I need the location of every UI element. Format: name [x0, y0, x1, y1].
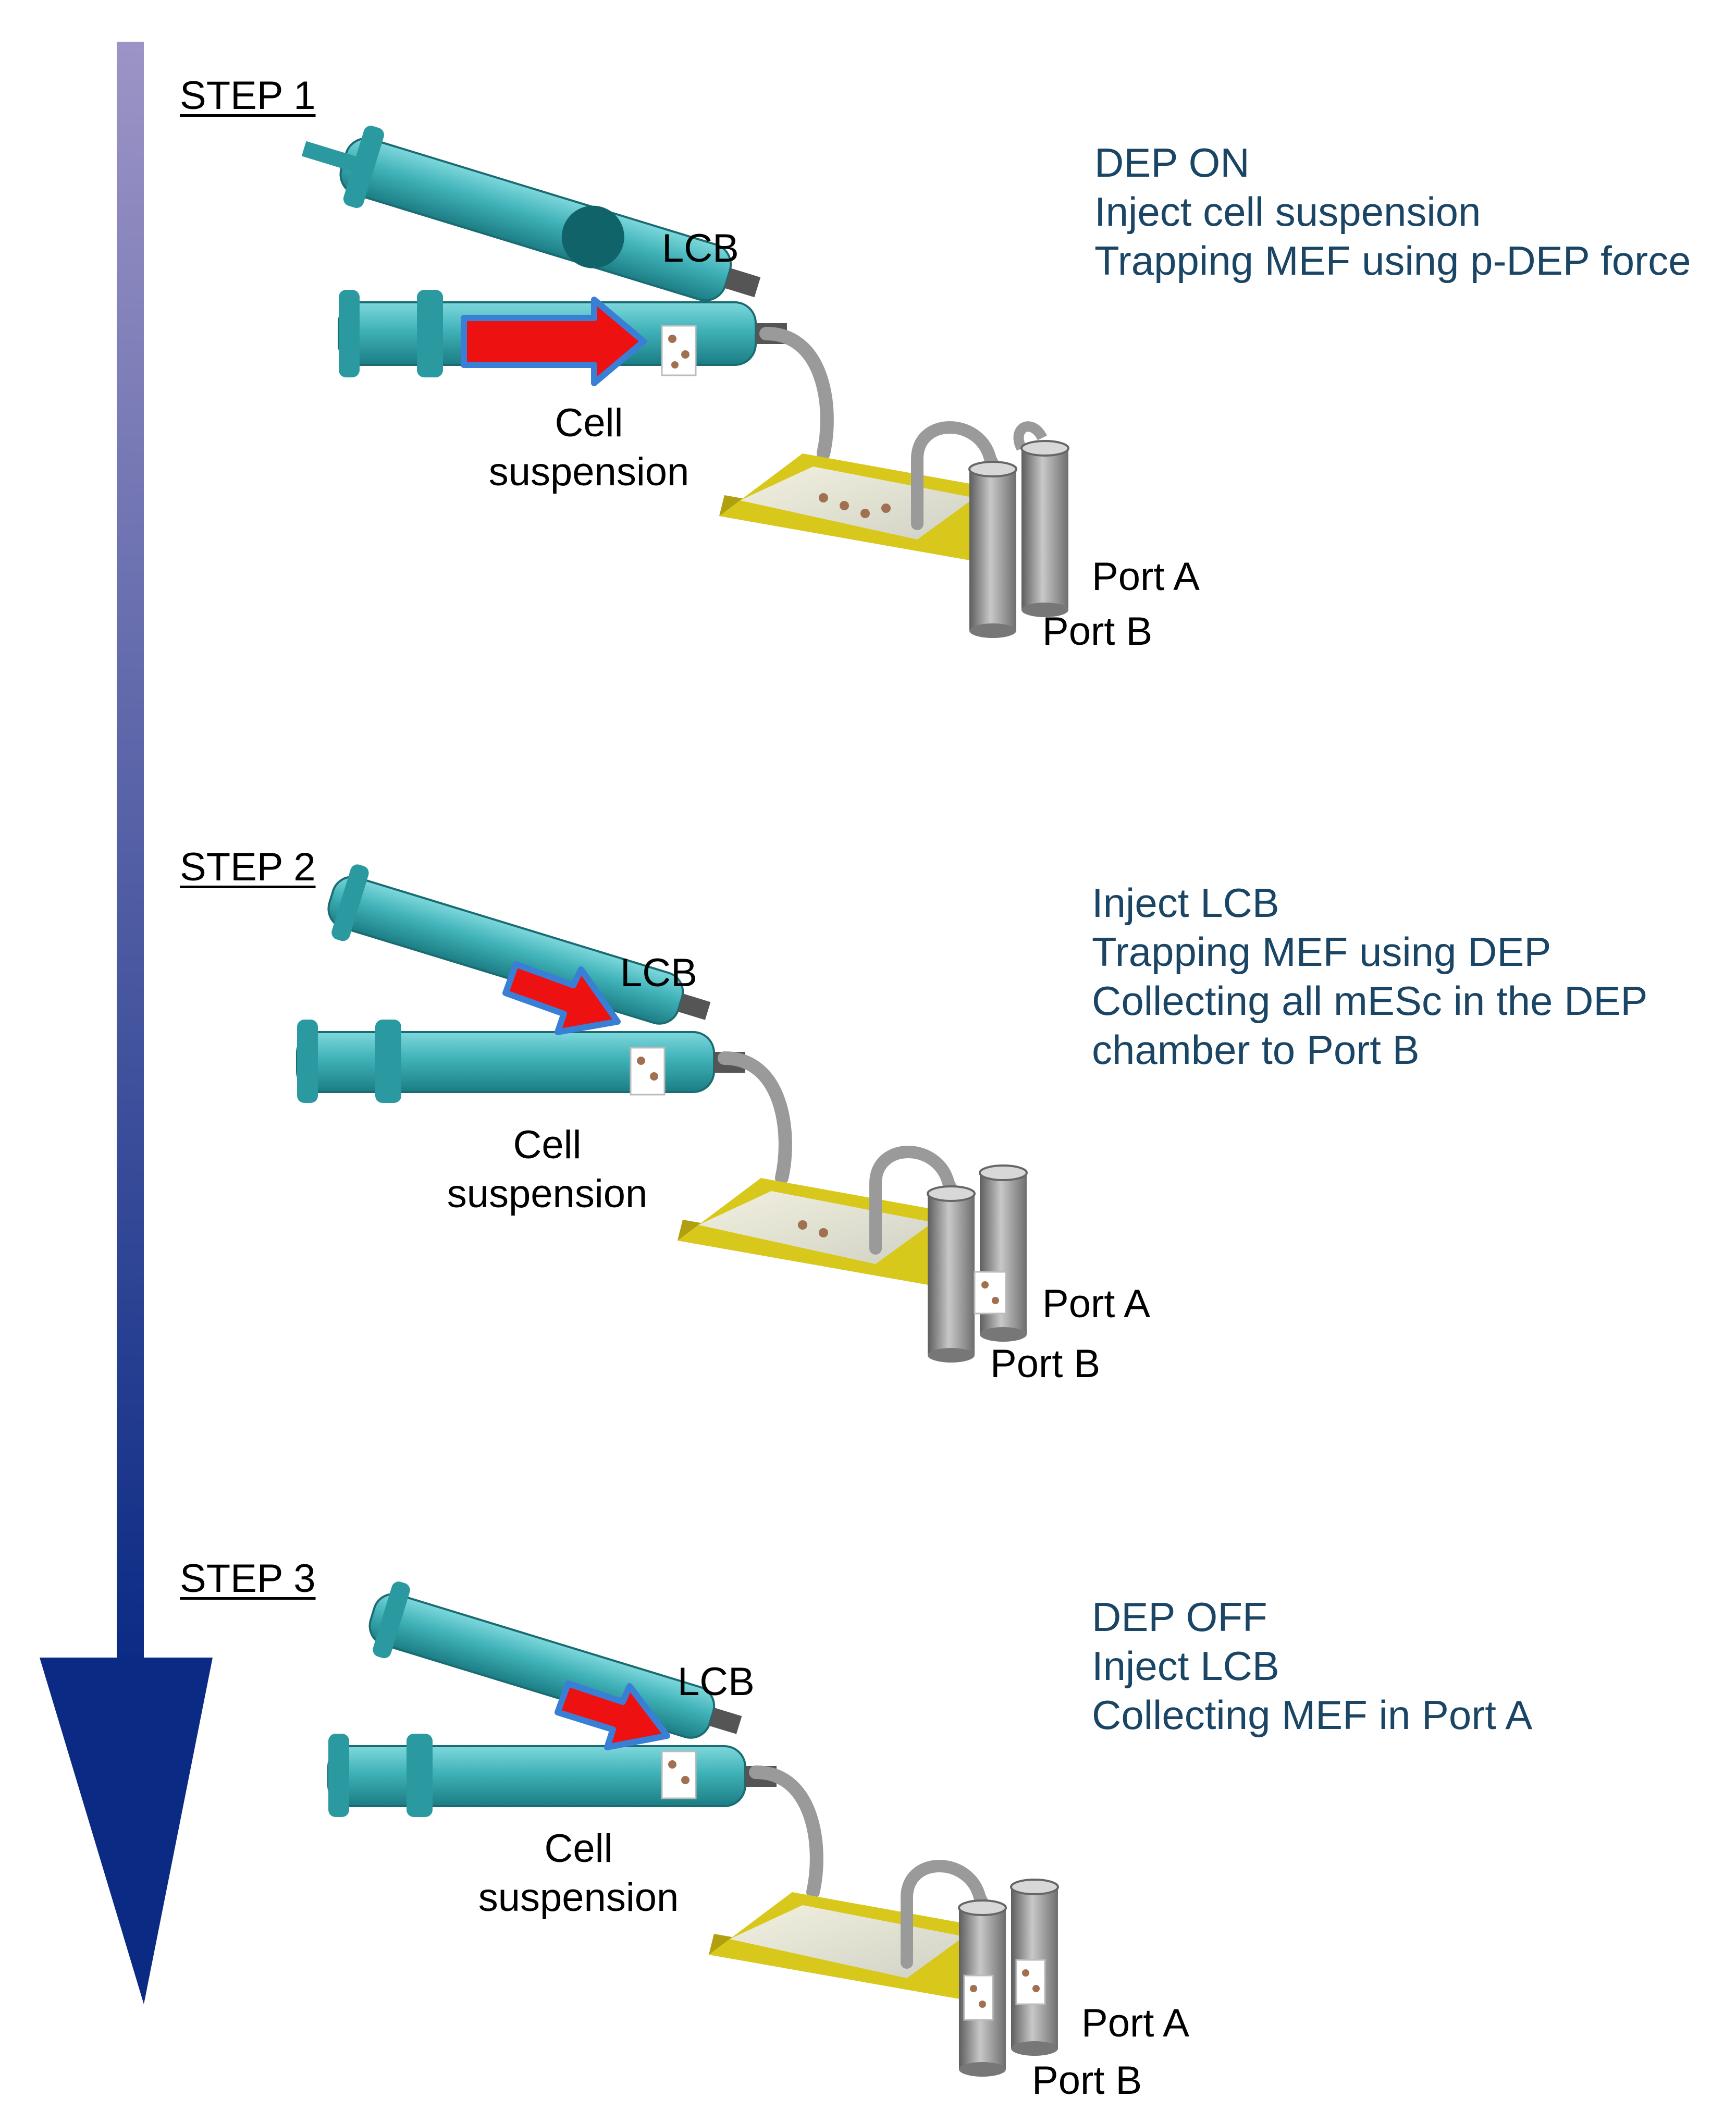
step-1-illustration: [301, 126, 1069, 638]
dep-chip: [678, 1178, 949, 1287]
port-tubes: [927, 1164, 1028, 1363]
step-3-port-a-label: Port A: [1081, 2001, 1189, 2045]
step-2-port-b-label: Port B: [990, 1342, 1101, 1386]
lcb-syringe: [301, 126, 761, 302]
step-2-note-4: chamber to Port B: [1092, 1027, 1420, 1073]
timeline-head: [40, 1658, 213, 2004]
flow-arrow: [502, 961, 621, 1035]
outlet-tubing: [911, 421, 1007, 530]
step-1-lcb-label: LCB: [662, 226, 739, 271]
flow-arrow: [461, 297, 647, 386]
timeline-arrow: [40, 42, 213, 2004]
timeline-shaft: [117, 42, 144, 1673]
step-3-note-1: DEP OFF: [1092, 1594, 1267, 1640]
cell-card: [661, 1750, 697, 1799]
step-2-title: STEP 2: [180, 845, 316, 889]
cell-syringe: [296, 1020, 745, 1103]
port-tubes: [968, 440, 1069, 638]
step-2-cell-line: Cell: [513, 1123, 582, 1167]
step-3-port-b-label: Port B: [1032, 2058, 1142, 2103]
step-3-note-3: Collecting MEF in Port A: [1092, 1692, 1533, 1738]
dep-chip: [709, 1892, 980, 2002]
step-3-lcb-label: LCB: [678, 1660, 755, 1704]
step-3-notes: DEP OFF Inject LCB Collecting MEF in Por…: [1092, 1592, 1532, 1739]
step-3-title: STEP 3: [180, 1556, 316, 1601]
step-2-cell-label: Cell suspension: [427, 1121, 667, 1219]
step-2-notes: Inject LCB Trapping MEF using DEP Collec…: [1092, 878, 1647, 1074]
step-3-suspension-line: suspension: [478, 1875, 679, 1920]
step-1-cell-label: Cell suspension: [469, 399, 709, 497]
inlet-tubing: [749, 1765, 823, 1899]
outlet-tubing: [869, 1146, 965, 1255]
step-1-note-1: DEP ON: [1094, 140, 1250, 186]
step-1-suspension-line: suspension: [488, 450, 690, 494]
flow-arrow: [555, 1681, 670, 1750]
cell-syringe: [327, 1734, 777, 1817]
step-2-note-1: Inject LCB: [1092, 880, 1279, 926]
step-1-note-2: Inject cell suspension: [1094, 189, 1481, 235]
outlet-tubing-2: [1013, 421, 1047, 451]
step-3-note-2: Inject LCB: [1092, 1643, 1279, 1689]
step-2-illustration: [296, 864, 1028, 1363]
cell-card: [661, 325, 697, 376]
dep-chip: [719, 453, 990, 563]
step-1-cell-line: Cell: [555, 401, 623, 445]
step-3-illustration: [327, 1581, 1059, 2077]
port-tubes: [958, 1879, 1059, 2077]
step-2-note-3: Collecting all mESc in the DEP: [1092, 978, 1648, 1024]
step-3-cell-label: Cell suspension: [459, 1824, 698, 1922]
inlet-tubing: [718, 1051, 792, 1185]
step-1-notes: DEP ON Inject cell suspension Trapping M…: [1094, 138, 1691, 285]
cell-card: [630, 1047, 666, 1096]
step-2-lcb-label: LCB: [620, 951, 697, 995]
step-2-port-a-label: Port A: [1042, 1282, 1150, 1326]
step-2-note-2: Trapping MEF using DEP: [1092, 929, 1552, 975]
inlet-tubing: [759, 327, 834, 460]
step-1-port-b-label: Port B: [1042, 609, 1153, 654]
step-1-title: STEP 1: [180, 73, 316, 118]
outlet-tubing: [901, 1860, 996, 1969]
step-2-suspension-line: suspension: [447, 1172, 648, 1216]
step-1-port-a-label: Port A: [1092, 555, 1200, 599]
step-1-note-3: Trapping MEF using p-DEP force: [1094, 238, 1691, 284]
step-3-cell-line: Cell: [544, 1826, 613, 1871]
